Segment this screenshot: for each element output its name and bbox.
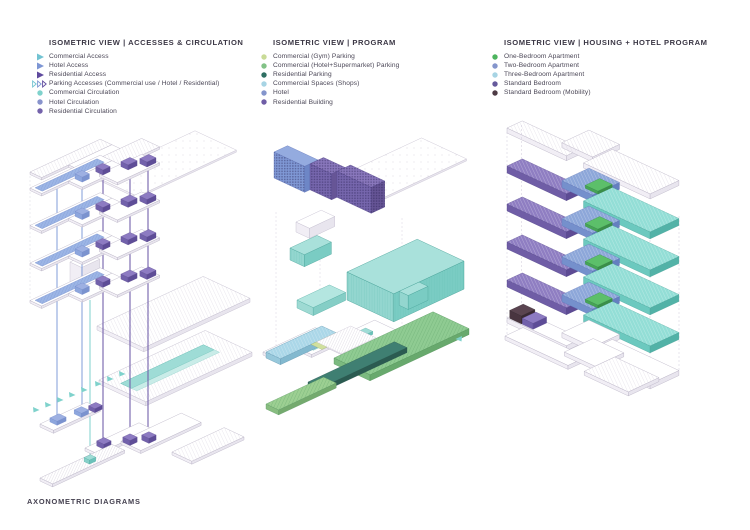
legend-label: Three-Bedroom Apartment <box>504 71 585 79</box>
legend-label: Hotel <box>273 89 289 97</box>
legend-item-standard-bedroom-mobility: Standard Bedroom (Mobility) <box>491 88 708 97</box>
legend-accesses-circulation: ISOMETRIC VIEW | ACCESSES & CIRCULATION … <box>32 38 244 116</box>
legend-label: Commercial Circulation <box>49 89 120 97</box>
legend-title: ISOMETRIC VIEW | ACCESSES & CIRCULATION <box>49 38 244 47</box>
two-bedroom-dot-icon <box>491 62 504 70</box>
legend-item-one-bedroom: One-Bedroom Apartment <box>491 52 708 61</box>
standard-bedroom-mobility-dot-icon <box>491 89 504 97</box>
residential-parking-dot-icon <box>260 71 273 79</box>
legend-item-standard-bedroom: Standard Bedroom <box>491 79 708 88</box>
three-bedroom-dot-icon <box>491 71 504 79</box>
residential-building-dot-icon <box>260 98 273 106</box>
hotel-supermarket-parking-dot-icon <box>260 62 273 70</box>
legend-item-three-bedroom: Three-Bedroom Apartment <box>491 70 708 79</box>
legend-item-hotel-circulation: Hotel Circulation <box>36 97 243 106</box>
legend-item-residential-circulation: Residential Circulation <box>36 107 243 116</box>
hotel-dot-icon <box>260 89 273 97</box>
legend-title: ISOMETRIC VIEW | HOUSING + HOTEL PROGRAM <box>504 38 708 47</box>
legend-item-hotel: Hotel <box>260 88 399 97</box>
legend-item-parking-accesses: Parking Accesses (Commercial use / Hotel… <box>32 79 243 88</box>
gym-parking-dot-icon <box>260 53 273 61</box>
commercial-access-triangle-icon <box>36 53 49 61</box>
legend-label: Commercial Spaces (Shops) <box>273 80 360 88</box>
diagram-housing-hotel <box>504 120 680 397</box>
legend-label: Residential Access <box>49 71 107 79</box>
diagram-program <box>262 137 470 416</box>
hotel-access-triangle-icon <box>36 62 49 70</box>
legend-item-two-bedroom: Two-Bedroom Apartment <box>491 61 708 70</box>
legend-label: Standard Bedroom <box>504 80 561 88</box>
legend-label: Parking Accesses (Commercial use / Hotel… <box>49 80 220 88</box>
legend-label: One-Bedroom Apartment <box>504 53 580 61</box>
legend-item-commercial-spaces: Commercial Spaces (Shops) <box>260 79 399 88</box>
legend-title: ISOMETRIC VIEW | PROGRAM <box>273 38 396 47</box>
diagram-accesses-circulation <box>29 130 253 488</box>
legend-label: Commercial (Hotel+Supermarket) Parking <box>273 62 400 70</box>
legend-housing-hotel-program: ISOMETRIC VIEW | HOUSING + HOTEL PROGRAM… <box>491 38 708 97</box>
page-footer-label: AXONOMETRIC DIAGRAMS <box>27 497 141 506</box>
legend-item-hotel-supermarket-parking: Commercial (Hotel+Supermarket) Parking <box>260 61 399 70</box>
legend-label: Hotel Circulation <box>49 98 100 106</box>
legend-program: ISOMETRIC VIEW | PROGRAM Commercial (Gym… <box>260 38 399 107</box>
legend-label: Commercial Access <box>49 53 109 61</box>
legend-item-residential-access: Residential Access <box>36 70 243 79</box>
commercial-spaces-dot-icon <box>260 80 273 88</box>
residential-access-triangle-icon <box>36 71 49 79</box>
one-bedroom-dot-icon <box>491 53 504 61</box>
commercial-circulation-dot-icon <box>36 89 49 97</box>
legend-label: Residential Building <box>273 98 333 106</box>
parking-triangles-icon <box>32 79 49 88</box>
legend-item-commercial-circulation: Commercial Circulation <box>36 88 243 97</box>
legend-item-residential-building: Residential Building <box>260 97 399 106</box>
standard-bedroom-dot-icon <box>491 80 504 88</box>
legend-label: Residential Parking <box>273 71 332 79</box>
legend-label: Standard Bedroom (Mobility) <box>504 89 591 97</box>
legend-item-commercial-access: Commercial Access <box>36 52 243 61</box>
residential-circulation-dot-icon <box>36 107 49 115</box>
legend-label: Hotel Access <box>49 62 89 70</box>
legend-item-residential-parking: Residential Parking <box>260 70 399 79</box>
legend-label: Commercial (Gym) Parking <box>273 53 355 61</box>
legend-item-hotel-access: Hotel Access <box>36 61 243 70</box>
hotel-circulation-dot-icon <box>36 98 49 106</box>
legend-label: Two-Bedroom Apartment <box>504 62 580 70</box>
legend-item-gym-parking: Commercial (Gym) Parking <box>260 52 399 61</box>
legend-label: Residential Circulation <box>49 107 117 115</box>
